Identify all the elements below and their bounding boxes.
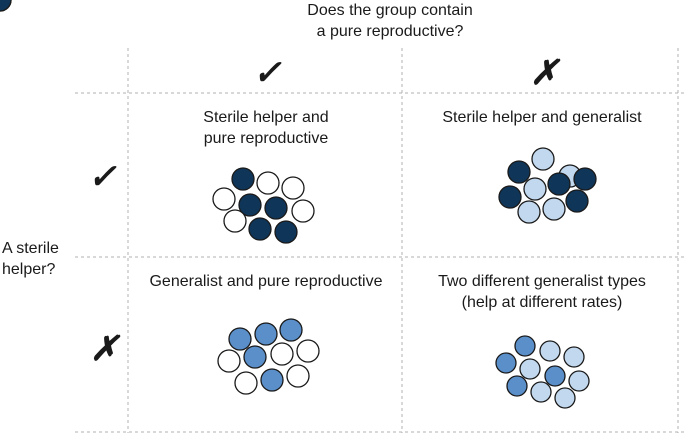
generalist-circle	[544, 365, 566, 387]
generalist-light-circle	[530, 381, 552, 403]
sterile-helper-circle	[507, 160, 531, 184]
sterile-helper-circle	[231, 167, 255, 191]
column-header-line2: a pure reproductive?	[316, 23, 464, 40]
pure-reproductive-circle	[291, 199, 315, 223]
cell-label-line1: Sterile helper and generalist	[442, 109, 642, 126]
circle-cluster-4	[495, 335, 590, 409]
generalist-circle	[506, 375, 528, 397]
pure-reproductive-circle	[270, 342, 294, 366]
sterile-helper-circle	[248, 217, 272, 241]
pure-reproductive-circle	[217, 349, 241, 373]
cell-label-line2: (help at different rates)	[461, 294, 623, 311]
circle-cluster-3	[217, 318, 320, 395]
cell-label-two-generalists: Two different generalist types (help at …	[404, 271, 680, 313]
row-yes-check-icon: ✓	[88, 158, 117, 196]
column-header: Does the group contain a pure reproducti…	[220, 0, 560, 42]
generalist-circle	[254, 322, 278, 346]
sterile-helper-circle	[238, 193, 262, 217]
cell-label-line1: Sterile helper and	[203, 109, 329, 126]
generalist-circle	[514, 335, 536, 357]
pure-reproductive-circle	[281, 176, 305, 200]
generalist-circle	[495, 352, 517, 374]
column-yes-check-icon: ✓	[253, 54, 282, 92]
sterile-helper-circle	[547, 172, 571, 196]
column-header-line1: Does the group contain	[307, 2, 473, 19]
generalist-light-circle	[519, 358, 541, 380]
pure-reproductive-circle	[212, 187, 236, 211]
cell-label-line1: Generalist and pure reproductive	[149, 273, 383, 290]
sterile-helper-circle	[565, 189, 589, 213]
pure-reproductive-circle	[234, 371, 258, 395]
sterile-helper-circle	[573, 167, 597, 191]
pure-reproductive-circle	[256, 171, 280, 195]
cell-label-generalist-and-reproductive: Generalist and pure reproductive	[134, 271, 398, 292]
generalist-light-circle	[542, 197, 566, 221]
sterile-helper-circle	[274, 220, 298, 244]
cell-label-line2: pure reproductive	[203, 130, 329, 147]
generalist-circle	[228, 327, 252, 351]
row-header-line2: helper?	[2, 261, 56, 278]
cell-label-sterile-and-reproductive: Sterile helper and pure reproductive	[134, 107, 398, 149]
generalist-light-circle	[523, 177, 547, 201]
generalist-light-circle	[517, 200, 541, 224]
generalist-circle	[279, 318, 303, 342]
pure-reproductive-circle	[296, 339, 320, 363]
sterile-helper-circle	[498, 185, 522, 209]
generalist-circle	[243, 345, 267, 369]
column-no-cross-icon: ✗	[530, 54, 559, 92]
sterile-helper-circle	[264, 196, 288, 220]
generalist-circle	[260, 368, 284, 392]
row-header-line1: A sterile	[2, 240, 59, 257]
row-header: A sterile helper?	[2, 238, 59, 280]
row-no-cross-icon: ✗	[90, 330, 119, 368]
generalist-light-circle	[554, 387, 576, 409]
generalist-light-circle	[568, 370, 590, 392]
pure-reproductive-circle	[286, 364, 310, 388]
cell-label-line1: Two different generalist types	[438, 273, 646, 290]
generalist-light-circle	[531, 147, 555, 171]
sterile-helper-circle	[0, 0, 12, 12]
generalist-light-circle	[563, 346, 585, 368]
cell-label-sterile-and-generalist: Sterile helper and generalist	[404, 107, 680, 128]
circle-cluster-1	[0, 0, 315, 244]
pure-reproductive-circle	[223, 209, 247, 233]
generalist-light-circle	[539, 340, 561, 362]
circle-cluster-2	[0, 0, 597, 224]
